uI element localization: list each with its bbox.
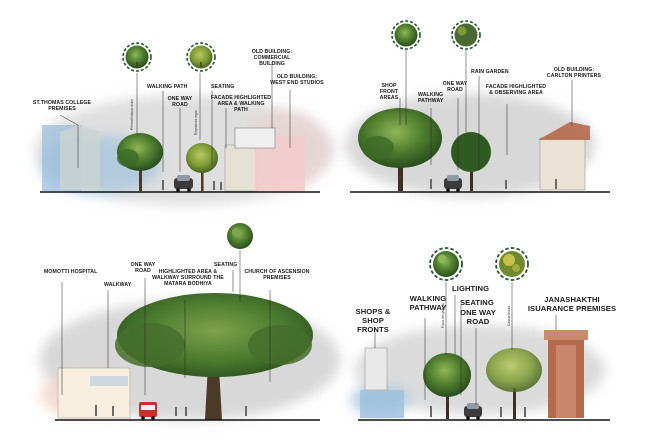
s1-label-walking-path: WALKING PATH bbox=[147, 84, 197, 90]
section-4-badge-1 bbox=[430, 248, 462, 280]
section-2-badge-1 bbox=[392, 21, 420, 49]
s3-label-walkway: WALKWAY bbox=[104, 282, 144, 288]
section-1-building-roof bbox=[235, 128, 275, 148]
s4-label-shops: SHOPS & SHOP FRONTS bbox=[346, 308, 400, 335]
s4-species-1: Ficus benjamina bbox=[441, 288, 445, 328]
section-3-hospital-building bbox=[58, 368, 130, 418]
section-1-commercial-building bbox=[225, 145, 257, 191]
section-3 bbox=[40, 222, 340, 420]
section-3-hospital-window bbox=[90, 376, 128, 386]
s3-label-church: CHURCH OF ASCENSION PREMISES bbox=[244, 269, 310, 281]
section-2-carlton-building bbox=[540, 138, 585, 190]
s2-label-walking-pathway: WALKING PATHWAY bbox=[418, 92, 454, 104]
s2-label-old-carlton: OLD BUILDING: CARLTON PRINTERS bbox=[546, 67, 602, 79]
section-2-badge-2 bbox=[452, 21, 480, 49]
s2-label-rain-garden: RAIN GARDEN bbox=[471, 69, 521, 75]
section-3-badge bbox=[226, 222, 254, 250]
s2-label-facade: FACADE HIGHLIGHTED & OBSERVING AREA bbox=[484, 84, 548, 96]
s1-species-1: Pithecellobium dulce bbox=[130, 90, 134, 130]
section-1-badge-1 bbox=[123, 43, 151, 71]
s4-label-janashakthi: JANASHAKTHI ISUARANCE PREMISES bbox=[524, 296, 620, 314]
s2-label-shop-front: SHOP FRONT AREAS bbox=[373, 83, 405, 101]
section-1-college-building bbox=[60, 124, 100, 190]
s1-species-2: Roystonea regia bbox=[194, 95, 198, 135]
s4-label-one-way-road: ONE WAY ROAD bbox=[458, 309, 498, 327]
section-4-badge-2 bbox=[496, 248, 528, 280]
s1-label-seating: SEATING bbox=[211, 84, 251, 90]
s4-label-seating: SEATING bbox=[460, 299, 506, 308]
s1-label-old-commercial: OLD BUILDING: COMMERCIAL BUILDING bbox=[240, 49, 304, 67]
section-4-janashakthi-building bbox=[544, 330, 588, 418]
s1-label-facade: FACADE HIGHLIGHTED AREA & WALKING PATH bbox=[210, 95, 272, 113]
section-4-shop-building bbox=[365, 348, 387, 390]
section-4-water-wall bbox=[360, 390, 404, 418]
section-2 bbox=[345, 21, 610, 197]
s3-label-seating: SEATING bbox=[214, 262, 254, 268]
s1-label-old-westend: OLD BUILDING: WEST END STUDIOS bbox=[270, 74, 324, 86]
s3-label-highlighted: HIGHLIGHTED AREA & WALKWAY SURROUND THE … bbox=[150, 269, 226, 287]
s1-label-st-thomas: ST.THOMAS COLLEGE PREMISES bbox=[30, 100, 94, 112]
s2-label-one-way-road: ONE WAY ROAD bbox=[440, 81, 470, 93]
s1-label-one-way-road: ONE WAY ROAD bbox=[165, 96, 195, 108]
s4-label-lighting: LIGHTING bbox=[452, 285, 498, 294]
s4-species-2: Cassia fistula bbox=[507, 290, 511, 326]
section-1-badge-2 bbox=[187, 43, 215, 71]
s3-label-momotti: MOMOTTI HOSPITAL bbox=[44, 269, 114, 275]
